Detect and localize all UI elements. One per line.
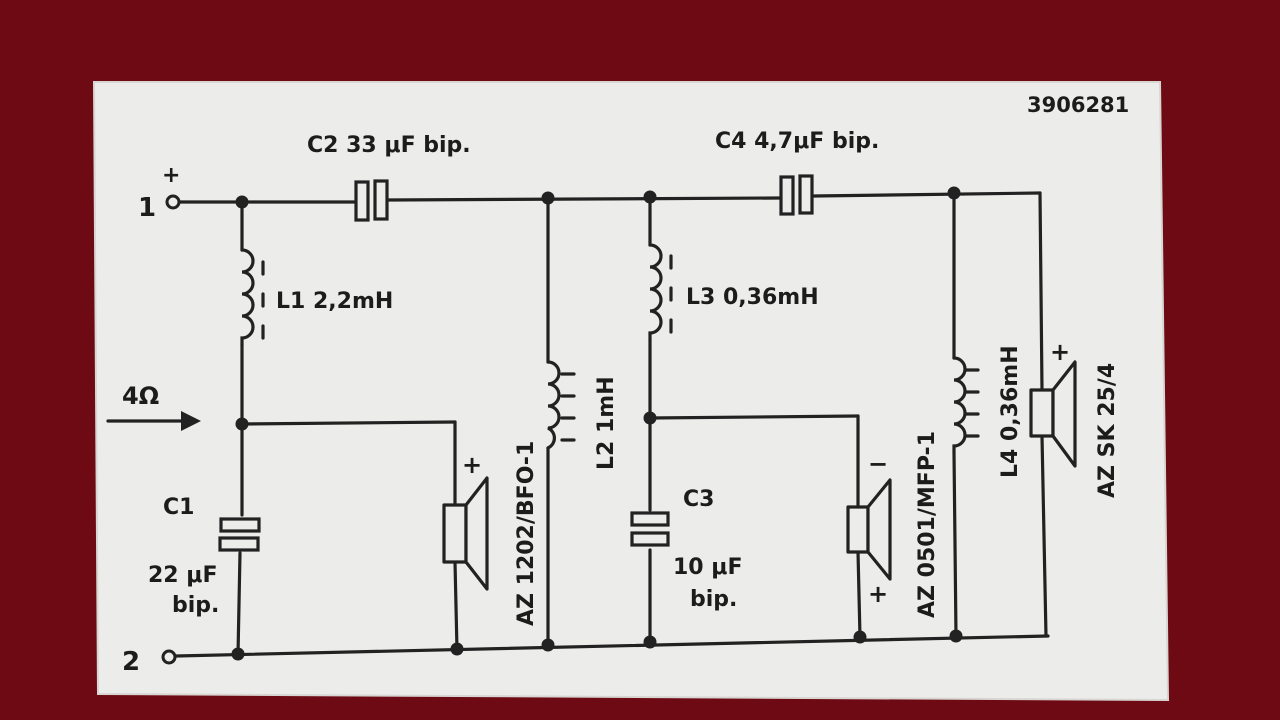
junctions (231, 186, 963, 661)
capacitor-c4 (779, 174, 814, 216)
c4-label: C4 4,7μF bip. (715, 129, 879, 154)
inductor-l3 (648, 243, 673, 342)
midrange-minus: − (868, 450, 888, 478)
c2-label: C2 33 μF bip. (307, 133, 471, 158)
paper-card (92, 81, 1170, 702)
terminal-2-label: 2 (122, 647, 140, 677)
l1-label: L1 2,2mH (276, 289, 393, 314)
terminal-1-plus: + (162, 163, 180, 188)
c1-value: 22 μF (148, 563, 218, 588)
impedance-label: 4Ω (122, 382, 159, 410)
l4-label: L4 0,36mH (998, 345, 1023, 478)
tweeter-model: AZ SK 25/4 (1095, 363, 1120, 498)
capacitor-c1 (218, 517, 261, 552)
inductor-l2 (546, 360, 576, 450)
part-number: 3906281 (1027, 93, 1129, 117)
c1-type: bip. (172, 593, 219, 618)
c3-value: 10 μF (673, 555, 743, 580)
inductor-l4 (952, 356, 980, 454)
terminal-1-label: 1 (138, 193, 156, 223)
c3-name: C3 (683, 487, 714, 512)
midrange-plus: + (868, 580, 888, 608)
tweeter-plus: + (1050, 338, 1070, 366)
terminal-2 (161, 649, 177, 665)
c3-type: bip. (690, 587, 737, 612)
c1-name: C1 (163, 495, 194, 520)
woofer-speaker (442, 476, 489, 591)
l2-label: L2 1mH (594, 376, 619, 470)
woofer-plus: + (462, 451, 482, 479)
impedance-arrowhead (181, 411, 201, 431)
l3-label: L3 0,36mH (686, 285, 819, 310)
capacitor-c2 (354, 179, 389, 222)
tweeter-speaker (1029, 360, 1077, 468)
inductor-l1 (240, 248, 265, 347)
midrange-model: AZ 0501/MFP-1 (915, 431, 940, 618)
capacitor-c3 (630, 511, 670, 547)
terminal-1 (165, 194, 181, 210)
midrange-speaker (846, 478, 892, 581)
woofer-model: AZ 1202/BFO-1 (514, 441, 539, 626)
